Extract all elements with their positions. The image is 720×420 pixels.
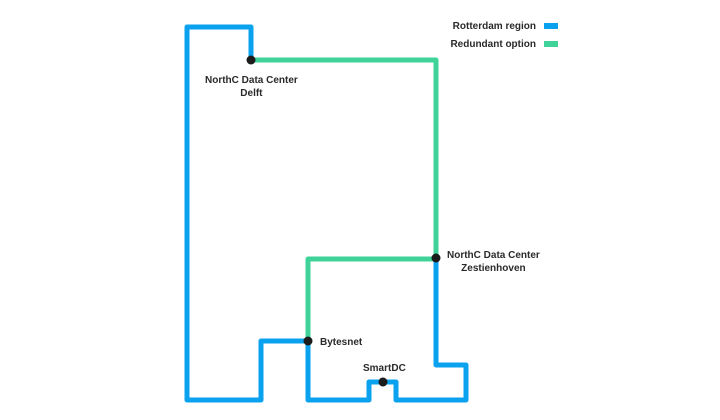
label-zestienhoven: NorthC Data Center Zestienhoven: [447, 250, 540, 274]
node-zestienhoven: [431, 253, 441, 263]
legend-swatch-rotterdam: [544, 23, 558, 29]
legend-label-redundant: Redundant option: [450, 38, 536, 50]
legend-item-redundant: Redundant option: [450, 35, 558, 53]
rotterdam-route-west-loop: [184, 24, 469, 403]
label-smartdc: SmartDC: [363, 363, 406, 374]
label-delft: NorthC Data Center Delft: [205, 75, 298, 99]
legend-label-rotterdam: Rotterdam region: [452, 20, 536, 32]
redundant-route-zestienhoven-bytesnet: [305, 256, 439, 344]
node-smartdc: [378, 377, 388, 387]
label-bytesnet: Bytesnet: [320, 337, 363, 348]
node-delft: [246, 55, 256, 65]
legend: Rotterdam region Redundant option: [450, 17, 558, 53]
legend-swatch-redundant: [544, 41, 558, 47]
node-bytesnet: [303, 336, 313, 346]
legend-item-rotterdam: Rotterdam region: [450, 17, 558, 35]
redundant-route-delft-zestienhoven: [248, 57, 439, 261]
